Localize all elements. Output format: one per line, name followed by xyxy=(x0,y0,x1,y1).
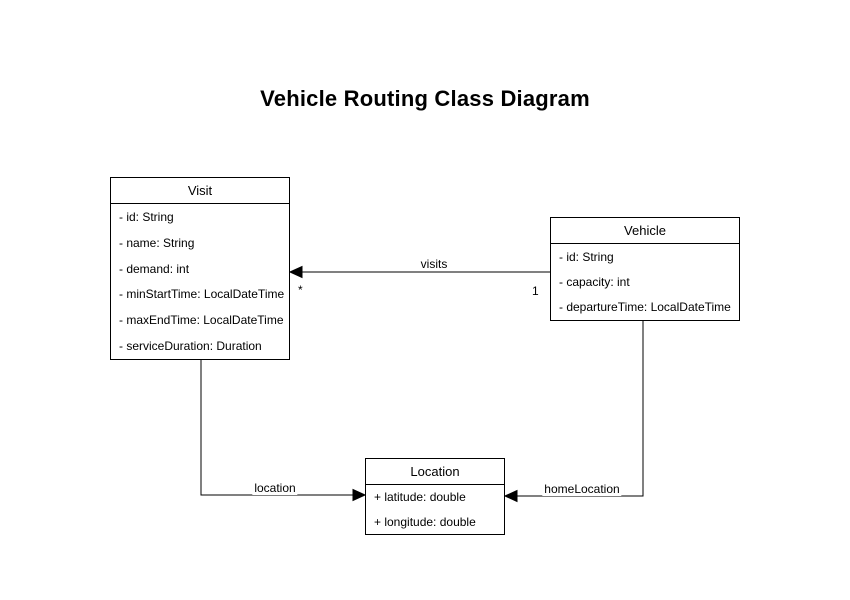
multiplicity-visits-source: 1 xyxy=(532,284,539,298)
diagram-title: Vehicle Routing Class Diagram xyxy=(260,86,590,111)
class-location[interactable]: Location + latitude: double + longitude:… xyxy=(365,458,505,535)
class-visit[interactable]: Visit - id: String - name: String - dema… xyxy=(110,177,290,360)
class-visit-attribute: - serviceDuration: Duration xyxy=(119,339,262,354)
edge-label-visits: visits xyxy=(418,257,450,271)
edge-label-homelocation: homeLocation xyxy=(542,482,622,496)
class-vehicle-attributes: - id: String - capacity: int - departure… xyxy=(551,244,739,320)
class-visit-attribute: - name: String xyxy=(119,235,195,250)
connector-visits[interactable] xyxy=(288,265,550,279)
class-visit-attribute: - maxEndTime: LocalDateTime xyxy=(119,313,284,328)
class-location-attribute: + latitude: double xyxy=(374,490,466,505)
connector-homelocation[interactable] xyxy=(503,321,644,503)
class-vehicle-name: Vehicle xyxy=(551,218,739,244)
class-vehicle-attribute: - id: String xyxy=(559,249,614,264)
class-visit-attribute: - demand: int xyxy=(119,261,190,276)
class-visit-name: Visit xyxy=(111,178,289,204)
class-location-name: Location xyxy=(366,459,504,485)
class-vehicle[interactable]: Vehicle - id: String - capacity: int - d… xyxy=(550,217,740,321)
class-visit-attributes: - id: String - name: String - demand: in… xyxy=(111,204,289,359)
class-visit-attribute: - minStartTime: LocalDateTime xyxy=(119,287,285,302)
class-location-attributes: + latitude: double + longitude: double xyxy=(366,485,504,534)
multiplicity-visits-target: * xyxy=(298,283,303,297)
class-location-attribute: + longitude: double xyxy=(374,514,476,529)
edge-label-location: location xyxy=(252,481,298,495)
class-vehicle-attribute: - departureTime: LocalDateTime xyxy=(559,300,731,315)
class-vehicle-attribute: - capacity: int xyxy=(559,274,630,289)
connector-location[interactable] xyxy=(200,360,367,502)
class-visit-attribute: - id: String xyxy=(119,209,174,224)
